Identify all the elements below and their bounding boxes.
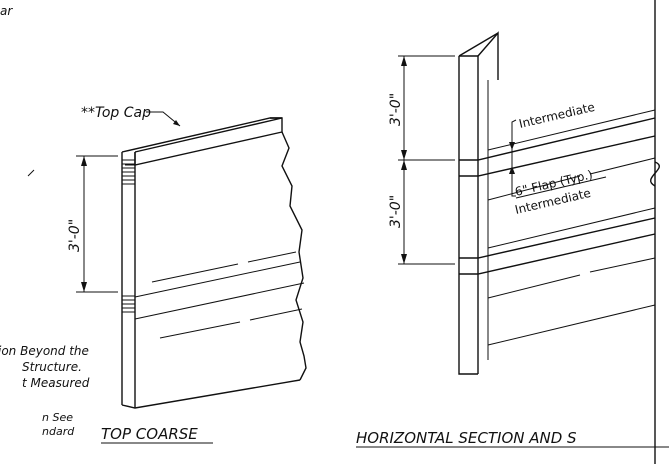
seam-hatch — [122, 295, 135, 313]
joint-lower-top — [459, 217, 656, 259]
top-hatch — [122, 159, 135, 185]
top-cap-top-face — [121, 117, 283, 153]
section-top-return — [477, 31, 499, 80]
horizontal-section-title: HORIZONTAL SECTION AND S — [356, 429, 577, 447]
top-course-detail: **Top Cap — [67, 105, 307, 444]
joint-upper-bottom — [459, 135, 656, 177]
top-cap-label: **Top Cap — [81, 105, 151, 121]
top-course-title: TOP COARSE — [101, 425, 198, 443]
leader-tick — [27, 169, 35, 177]
flap-bracket — [511, 119, 517, 197]
section-left-edge — [458, 56, 478, 375]
dashed-line — [151, 251, 297, 283]
flap-arrow-bottom — [509, 166, 515, 174]
section-top-edge — [458, 32, 499, 57]
note-text: n See — [42, 411, 73, 424]
dimension-upper: 3'-0" — [388, 55, 455, 161]
face-line-dashed — [487, 257, 656, 299]
dimension-label: 3'-0" — [388, 93, 404, 126]
seam-line-upper — [134, 261, 301, 298]
flap-arrow-top — [509, 142, 515, 150]
top-cap-front-face — [134, 117, 283, 166]
note-text: ar — [0, 4, 13, 18]
note-text: t Measured — [22, 376, 90, 390]
joint-upper-top — [459, 117, 656, 161]
top-cap-leader — [146, 111, 181, 127]
face-line — [487, 109, 656, 151]
face-line-dashed — [487, 157, 656, 201]
dimension-label: 3'-0" — [67, 219, 83, 252]
dimension-label: 3'-0" — [388, 195, 404, 228]
intermediate-label-upper: Intermediate — [518, 100, 597, 131]
note-text: ion Beyond the — [0, 344, 89, 358]
face-line — [487, 207, 656, 249]
horizontal-section-detail: 3'-0" 3'-0" Intermediate 6" Flap (Typ.) … — [356, 0, 669, 464]
left-notes: ar ion Beyond the Structure. t Measured … — [0, 4, 90, 438]
break-symbol — [650, 161, 661, 187]
flap-label-underline — [515, 176, 607, 199]
note-text: ndard — [42, 425, 75, 438]
face-line — [487, 304, 656, 346]
joint-lower-bottom — [459, 233, 656, 275]
leader-arrow — [173, 120, 180, 126]
dimension-3ft: 3'-0" — [67, 155, 118, 293]
dim-arrow-bottom — [81, 282, 87, 292]
break-line — [281, 131, 307, 381]
dashed-line — [159, 308, 303, 339]
seam-line-lower — [134, 282, 305, 320]
dimension-lower: 3'-0" — [388, 160, 455, 265]
dim-arrow-top — [81, 156, 87, 166]
panel-bottom-edge — [121, 379, 301, 409]
note-text: Structure. — [22, 360, 82, 374]
